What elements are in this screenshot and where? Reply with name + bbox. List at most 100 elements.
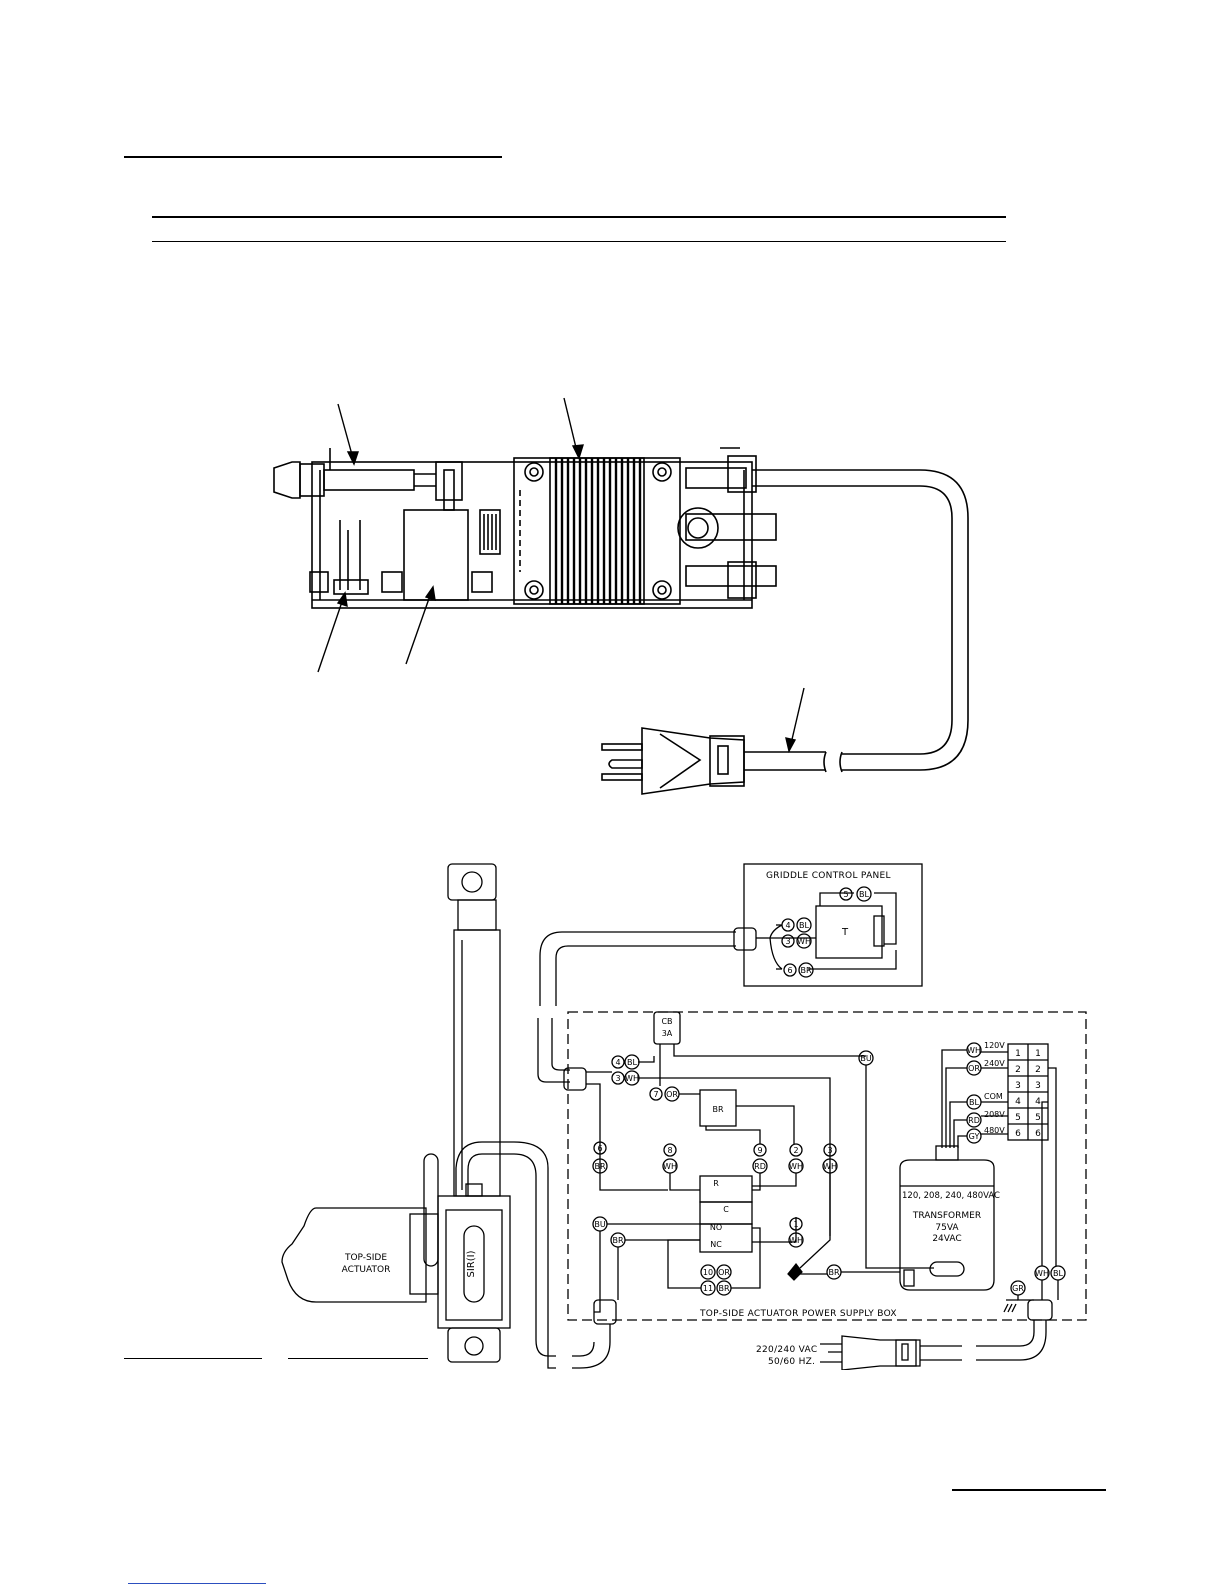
svg-text:WH: WH (967, 1046, 981, 1055)
supply-cord: 220/240 VAC 50/60 HZ. (756, 1299, 1053, 1370)
svg-text:WH: WH (625, 1074, 639, 1083)
svg-text:OR: OR (968, 1064, 980, 1073)
terminal-posts (309, 520, 493, 595)
actuator-cable (455, 1141, 617, 1369)
svg-text:1: 1 (1035, 1049, 1041, 1059)
wire-tag-3-wh: 3 WH (611, 1070, 640, 1086)
svg-text:3: 3 (1015, 1081, 1021, 1091)
svg-text:208V: 208V (984, 1110, 1005, 1119)
panel-wire-6: 6 BR (783, 962, 814, 978)
tag-wh-out: WH (1034, 1265, 1050, 1281)
svg-text:2: 2 (1015, 1065, 1021, 1075)
tap-208v: RD 208V (953, 1110, 1008, 1148)
svg-text:5: 5 (1035, 1113, 1041, 1123)
caption-underline-left (124, 1358, 262, 1359)
svg-text:WH: WH (663, 1162, 677, 1171)
svg-text:8: 8 (667, 1146, 672, 1155)
transformer-75va: 120, 208, 240, 480VAC TRANSFORMER 75VA 2… (899, 1145, 1000, 1291)
svg-text:5: 5 (843, 890, 848, 899)
wire-tag-6-br: 6 BR (592, 1141, 608, 1174)
power-plug (601, 727, 745, 795)
svg-text:C: C (723, 1205, 729, 1214)
svg-text:BL: BL (969, 1098, 979, 1107)
svg-text:3: 3 (1035, 1081, 1041, 1091)
svg-text:3: 3 (785, 937, 790, 946)
leader-arrows (317, 397, 805, 753)
tag-br-right: BR (787, 1173, 900, 1281)
bridge-rectifier: BR (699, 1089, 795, 1144)
wire-tag-7-or: 7 OR (649, 1086, 700, 1102)
svg-text:CB: CB (661, 1017, 672, 1026)
svg-text:6: 6 (1035, 1129, 1041, 1139)
footer-link-underline (128, 1583, 266, 1584)
svg-text:6: 6 (597, 1144, 602, 1153)
top-side-actuator: TOP-SIDE ACTUATOR SIR(I) (281, 863, 511, 1363)
svg-text:120, 208, 240, 480VAC: 120, 208, 240, 480VAC (902, 1191, 1000, 1201)
svg-text:COM: COM (984, 1092, 1003, 1101)
tag-gr: GR (1003, 1280, 1034, 1313)
svg-text:RD: RD (968, 1116, 980, 1125)
wiring-schematic: GRIDDLE CONTROL PANEL T 5 BL 4 BL 3 WH 6… (281, 863, 1087, 1370)
svg-text:5: 5 (1015, 1113, 1021, 1123)
tag-br-left: BR (610, 1232, 700, 1248)
svg-text:BR: BR (800, 966, 811, 975)
svg-text:GRIDDLE CONTROL PANEL: GRIDDLE CONTROL PANEL (766, 871, 891, 881)
svg-text:R: R (713, 1179, 719, 1188)
breaker-cb-3a: CB 3A (653, 1011, 866, 1086)
svg-text:3A: 3A (662, 1029, 673, 1038)
svg-text:75VA: 75VA (935, 1223, 959, 1233)
svg-text:BL: BL (859, 890, 869, 899)
svg-text:3: 3 (827, 1146, 832, 1155)
wire-tag-9-rd: 9 RD (752, 1143, 768, 1174)
tag-bu-left: BU (592, 1216, 700, 1300)
svg-text:BR: BR (718, 1284, 729, 1293)
svg-text:50/60 HZ.: 50/60 HZ. (768, 1357, 815, 1367)
circuit-breaker (273, 461, 463, 511)
actuator-power-supply-box: TOP-SIDE ACTUATOR POWER SUPPLY BOX (567, 1011, 1087, 1321)
svg-text:NC: NC (710, 1240, 722, 1249)
svg-text:240V: 240V (984, 1059, 1005, 1068)
section-rule-top (152, 216, 1006, 218)
svg-text:BR: BR (828, 1268, 839, 1277)
power-cord (744, 469, 969, 773)
svg-text:3: 3 (615, 1074, 620, 1083)
svg-text:2: 2 (1035, 1065, 1041, 1075)
svg-text:24VAC: 24VAC (932, 1234, 961, 1244)
tag-bl-out: BL (1041, 1265, 1066, 1300)
svg-text:9: 9 (757, 1146, 762, 1155)
wire-tag-10-or: 10 OR (700, 1264, 732, 1280)
svg-text:BR: BR (594, 1162, 605, 1171)
switch-label: T (841, 927, 849, 938)
tag-bu-top: BU (858, 1050, 934, 1269)
svg-text:BU: BU (860, 1054, 871, 1063)
panel-wire-4: 4 BL (781, 917, 812, 933)
svg-text:SIR(I): SIR(I) (466, 1250, 477, 1277)
wire-tag-4-bl: 4 BL (611, 1054, 640, 1070)
svg-text:RD: RD (754, 1162, 766, 1171)
cable-fittings (677, 455, 777, 599)
svg-text:TRANSFORMER: TRANSFORMER (912, 1211, 981, 1221)
svg-text:BR: BR (612, 1236, 623, 1245)
svg-text:WH: WH (823, 1162, 837, 1171)
svg-text:4: 4 (1035, 1097, 1041, 1107)
entry-connector (563, 1067, 587, 1091)
svg-text:6: 6 (1015, 1129, 1021, 1139)
tap-com: BL COM (949, 1092, 1008, 1148)
svg-text:ACTUATOR: ACTUATOR (342, 1265, 391, 1275)
threaded-bushing (479, 509, 501, 555)
heading-underline (124, 156, 502, 158)
relay-r: R C NO NC (667, 1173, 797, 1289)
svg-text:WH: WH (797, 937, 811, 946)
svg-text:480V: 480V (984, 1126, 1005, 1135)
tap-120v: WH 120V (941, 1041, 1008, 1148)
svg-text:6: 6 (787, 966, 792, 975)
transformer-body (513, 457, 681, 605)
power-supply-box-illustration (273, 397, 969, 795)
panel-cable (537, 927, 768, 1083)
wire-tag-3b-wh: 3 WH (822, 1143, 838, 1174)
svg-text:4: 4 (1015, 1097, 1021, 1107)
page-footer-underline (952, 1489, 1106, 1491)
svg-text:GR: GR (1012, 1284, 1024, 1293)
